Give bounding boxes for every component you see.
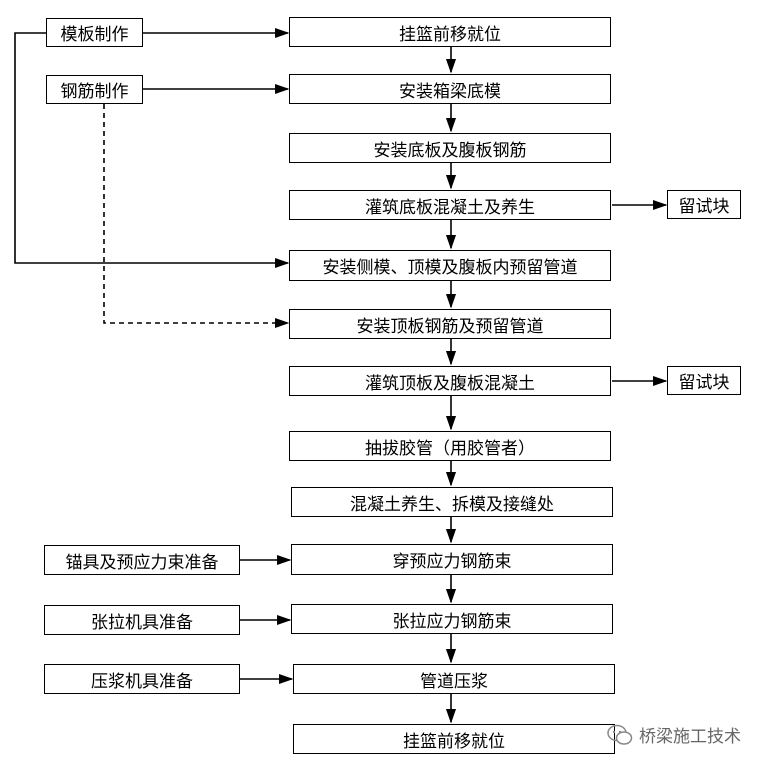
watermark: 桥梁施工技术 xyxy=(607,722,741,747)
test-block-1: 留试块 xyxy=(667,190,741,219)
step-install-bottom-form: 安装箱梁底模 xyxy=(289,74,611,104)
step-duct-grouting: 管道压浆 xyxy=(293,664,615,694)
step-curing-stripping: 混凝土养生、拆模及接缝处 xyxy=(291,487,613,517)
formwork-loop-arrow xyxy=(14,32,290,269)
test-block-2: 留试块 xyxy=(667,366,741,395)
step-tension-tendons: 张拉应力钢筋束 xyxy=(291,604,613,634)
step-hang-basket-advance: 挂篮前移就位 xyxy=(289,17,611,47)
wechat-icon xyxy=(607,724,633,745)
input-anchor-tendon-prep: 锚具及预应力束准备 xyxy=(44,545,240,575)
input-formwork: 模板制作 xyxy=(46,18,143,47)
step-hang-basket-advance-final: 挂篮前移就位 xyxy=(293,724,615,754)
input-grout-tools: 压浆机具准备 xyxy=(44,664,240,694)
step-bottom-web-rebar: 安装底板及腹板钢筋 xyxy=(289,133,611,163)
rebar-dashed-arrow xyxy=(103,104,290,329)
input-rebar: 钢筋制作 xyxy=(46,75,143,104)
step-thread-tendons: 穿预应力钢筋束 xyxy=(291,544,613,575)
step-top-rebar-ducts: 安装顶板钢筋及预留管道 xyxy=(289,309,611,339)
watermark-text: 桥梁施工技术 xyxy=(639,727,741,747)
input-tension-tools: 张拉机具准备 xyxy=(44,605,240,635)
step-pour-top-concrete: 灌筑顶板及腹板混凝土 xyxy=(289,366,611,396)
step-extract-hoses: 抽拔胶管（用胶管者） xyxy=(289,431,611,461)
step-pour-bottom-concrete: 灌筑底板混凝土及养生 xyxy=(289,190,611,220)
step-install-side-top-forms: 安装侧模、顶模及腹板内预留管道 xyxy=(289,250,611,281)
